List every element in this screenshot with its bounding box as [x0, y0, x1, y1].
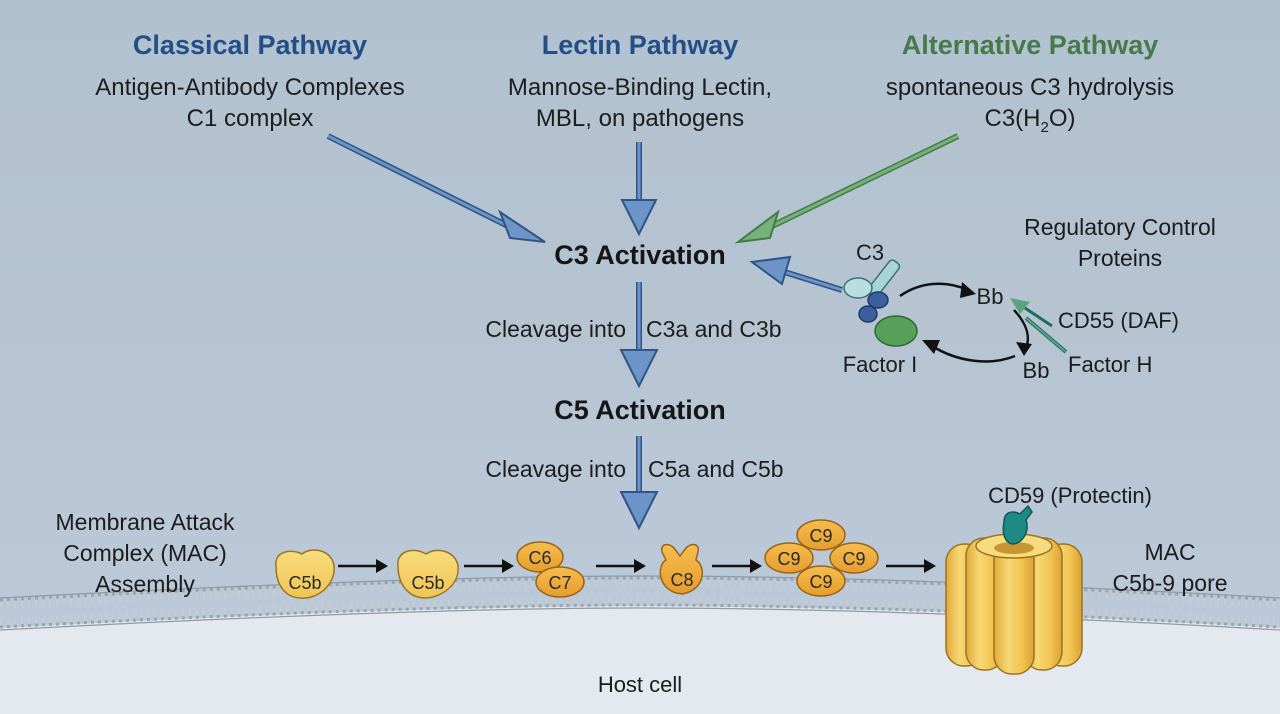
c9-label-bottom: C9 [809, 572, 832, 592]
mac-arrow-3 [596, 559, 646, 573]
c3-to-c5-arrow [619, 282, 659, 389]
classical-pathway-line1: Antigen-Antibody Complexes [95, 74, 405, 101]
alternative-arrow [734, 133, 960, 244]
regulatory-title-line1: Regulatory Control [1024, 214, 1216, 240]
c5-products-label: C5a and C5b [648, 456, 784, 482]
mac-pore-label-line1: MAC [1144, 539, 1196, 565]
lectin-pathway-title: Lectin Pathway [541, 30, 739, 60]
c9-label-left: C9 [777, 549, 800, 569]
c8-protein: C8 [659, 543, 704, 595]
c5b-protein-2: C5b [397, 549, 459, 599]
classical-arrow [326, 133, 546, 243]
c9-label-top: C9 [809, 526, 832, 546]
c5-cleavage-label: Cleavage into [485, 456, 626, 482]
bb-bottom-label: Bb [1022, 358, 1050, 383]
lectin-arrow [620, 142, 658, 237]
c6-protein: C6 [516, 541, 564, 573]
c3-cleavage-label: Cleavage into [485, 316, 626, 342]
host-cell-label: Host cell [597, 672, 683, 697]
regulation-cycle-arrows [899, 282, 1032, 363]
regulatory-title-line2: Proteins [1077, 245, 1163, 271]
mac-label-line2: Complex (MAC) [63, 540, 227, 566]
classical-pathway-line2: C1 complex [186, 105, 314, 132]
c9-cluster: C9 C9 C9 C9 [764, 519, 879, 597]
mac-arrow-1 [338, 559, 388, 573]
cd55-inhibit-arrow [1010, 298, 1053, 328]
alternative-pathway-line1: spontaneous C3 hydrolysis [885, 74, 1175, 101]
lectin-pathway-line1: Mannose-Binding Lectin, [507, 74, 773, 101]
alternative-pathway-line2: C3(H2O) [984, 105, 1076, 136]
mac-label-line1: Membrane Attack [55, 509, 235, 535]
c5b-label-2: C5b [411, 573, 444, 593]
c3-products-label: C3a and C3b [646, 316, 782, 342]
lectin-pathway-line2: MBL, on pathogens [535, 105, 745, 132]
factor-h-inhibit-arrow [1024, 316, 1068, 354]
c5b-label-1: C5b [288, 573, 321, 593]
c7-label: C7 [548, 573, 571, 593]
factor-i-label: Factor I [842, 352, 918, 377]
bb-top-label: Bb [976, 284, 1004, 309]
mac-arrow-4 [712, 559, 762, 573]
cd55-label: CD55 (DAF) [1058, 308, 1180, 333]
cd59-protein-icon [1002, 504, 1033, 545]
c7-protein: C7 [535, 566, 585, 598]
c8-label: C8 [670, 570, 693, 590]
c3-protein-icon [843, 259, 918, 347]
alternative-pathway-title: Alternative Pathway [901, 30, 1159, 60]
factor-h-label: Factor H [1068, 352, 1153, 377]
cd59-label: CD59 (Protectin) [988, 483, 1152, 508]
mac-pore-icon [945, 533, 1083, 675]
c9-label-right: C9 [842, 549, 865, 569]
c5-to-mac-arrow [619, 436, 659, 531]
c5-activation-label: C5 Activation [554, 395, 726, 425]
c5b-protein-1: C5b [275, 549, 335, 599]
c6-label: C6 [528, 548, 551, 568]
mac-arrow-5 [886, 559, 936, 573]
c3-protein-label: C3 [855, 240, 885, 265]
mac-label-line3: Assembly [95, 571, 195, 597]
mac-arrow-2 [464, 559, 514, 573]
mac-pore-label-line2: C5b-9 pore [1112, 570, 1228, 596]
regulation-to-c3-arrow [749, 255, 843, 293]
classical-pathway-title: Classical Pathway [132, 30, 368, 60]
c3-activation-label: C3 Activation [554, 240, 726, 270]
